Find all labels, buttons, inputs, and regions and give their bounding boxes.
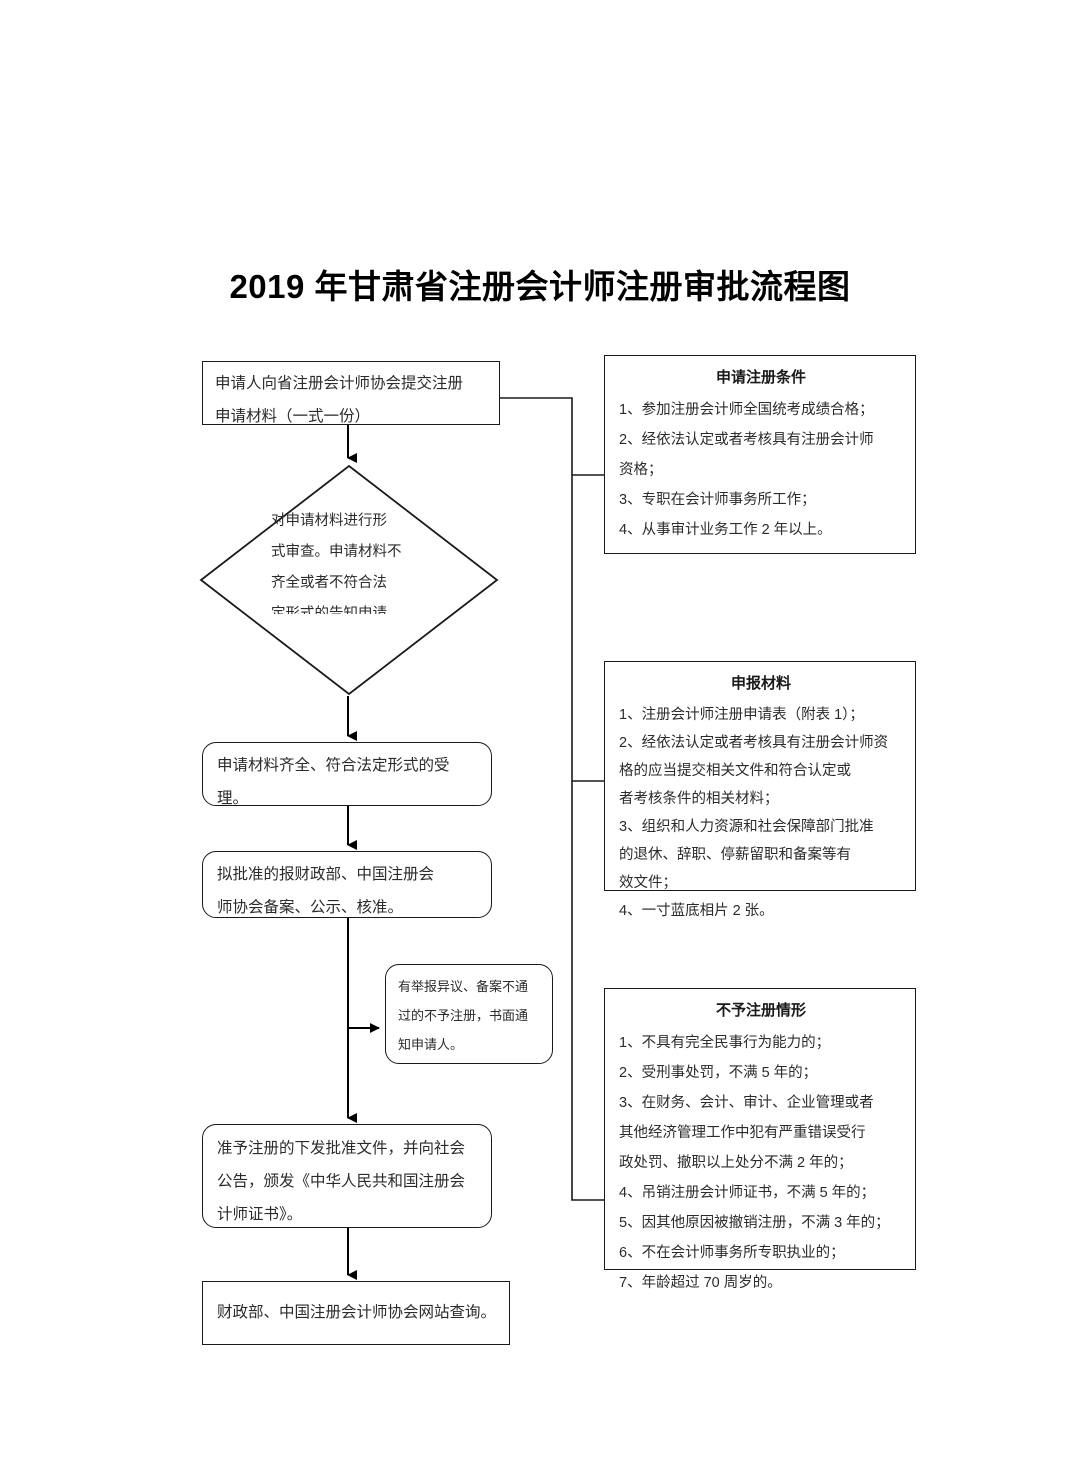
- node-approval-filing[interactable]: 拟批准的报财政部、中国注册会 师协会备案、公示、核准。: [202, 851, 492, 918]
- node-submit-application-text: 申请人向省注册会计师协会提交注册 申请材料（一式一份）: [215, 375, 464, 425]
- node-website-query[interactable]: 财政部、中国注册会计师协会网站查询。: [202, 1281, 510, 1345]
- list-item: 2、受刑事处罚，不满 5 年的；: [619, 1065, 818, 1081]
- decision-diamond-shape: [199, 464, 499, 696]
- list-item: 4、一寸蓝底相片 2 张。: [619, 903, 774, 919]
- list-item: 7、年龄超过 70 周岁的。: [619, 1275, 782, 1291]
- node-rejection-notice[interactable]: 有举报异议、备案不通 过的不予注册，书面通 知申请人。: [385, 964, 553, 1064]
- list-item: 1、参加注册会计师全国统考成绩合格；: [619, 402, 874, 418]
- panel-refusal-circumstances: 不予注册情形 1、不具有完全民事行为能力的； 2、受刑事处罚，不满 5 年的； …: [604, 988, 916, 1291]
- node-approval-filing-text: 拟批准的报财政部、中国注册会 师协会备案、公示、核准。: [217, 866, 435, 916]
- list-item: 4、吊销注册会计师证书，不满 5 年的；: [619, 1185, 876, 1201]
- node-issue-certificate-text: 准予注册的下发批准文件，并向社会 公告，颁发《中华人民共和国注册会 计师证书》。: [217, 1140, 466, 1223]
- list-item: 3、在财务、会计、审计、企业管理或者 其他经济管理工作中犯有严重错误受行 政处罚…: [619, 1095, 874, 1171]
- node-accept-application-text: 申请材料齐全、符合法定形式的受 理。: [217, 757, 450, 806]
- panel-registration-conditions-heading: 申请注册条件: [715, 369, 806, 386]
- list-item: 1、注册会计师注册申请表（附表 1）；: [619, 707, 864, 723]
- node-website-query-text: 财政部、中国注册会计师协会网站查询。: [217, 1304, 497, 1321]
- panel-application-materials: 申报材料 1、注册会计师注册申请表（附表 1）； 2、经依法认定或者考核具有注册…: [604, 661, 916, 919]
- list-item: 2、经依法认定或者考核具有注册会计师资 格的应当提交相关文件和符合认定或 者考核…: [619, 735, 889, 807]
- list-item: 6、不在会计师事务所专职执业的；: [619, 1245, 845, 1261]
- list-item: 3、专职在会计师事务所工作；: [619, 492, 816, 508]
- node-formal-review-decision-text: 对申请材料进行形 式审查。申请材料不 齐全或者不符合法 定形式的告知申请: [271, 513, 402, 614]
- page-title: 2019 年甘肃省注册会计师注册审批流程图: [229, 268, 851, 306]
- node-accept-application[interactable]: 申请材料齐全、符合法定形式的受 理。: [202, 742, 492, 806]
- list-item: 1、不具有完全民事行为能力的；: [619, 1035, 831, 1051]
- list-item: 4、从事审计业务工作 2 年以上。: [619, 522, 832, 538]
- node-rejection-notice-text: 有举报异议、备案不通 过的不予注册，书面通 知申请人。: [398, 979, 529, 1052]
- node-formal-review-decision[interactable]: 对申请材料进行形 式审查。申请材料不 齐全或者不符合法 定形式的告知申请: [199, 464, 499, 696]
- list-item: 2、经依法认定或者考核具有注册会计师 资格；: [619, 432, 874, 478]
- node-submit-application[interactable]: 申请人向省注册会计师协会提交注册 申请材料（一式一份）: [202, 361, 500, 425]
- panel-application-materials-list: 1、注册会计师注册申请表（附表 1）； 2、经依法认定或者考核具有注册会计师资 …: [619, 701, 903, 925]
- list-item: 3、组织和人力资源和社会保障部门批准 的退休、辞职、停薪留职和备案等有 效文件；: [619, 819, 874, 891]
- panel-refusal-circumstances-heading: 不予注册情形: [715, 1002, 806, 1019]
- node-issue-certificate[interactable]: 准予注册的下发批准文件，并向社会 公告，颁发《中华人民共和国注册会 计师证书》。: [202, 1124, 492, 1228]
- panel-registration-conditions: 申请注册条件 1、参加注册会计师全国统考成绩合格； 2、经依法认定或者考核具有注…: [604, 355, 916, 554]
- panel-application-materials-heading: 申报材料: [730, 675, 791, 692]
- list-item: 5、因其他原因被撤销注册，不满 3 年的；: [619, 1215, 890, 1231]
- panel-registration-conditions-list: 1、参加注册会计师全国统考成绩合格； 2、经依法认定或者考核具有注册会计师 资格…: [619, 395, 903, 545]
- panel-refusal-circumstances-list: 1、不具有完全民事行为能力的； 2、受刑事处罚，不满 5 年的； 3、在财务、会…: [619, 1028, 903, 1298]
